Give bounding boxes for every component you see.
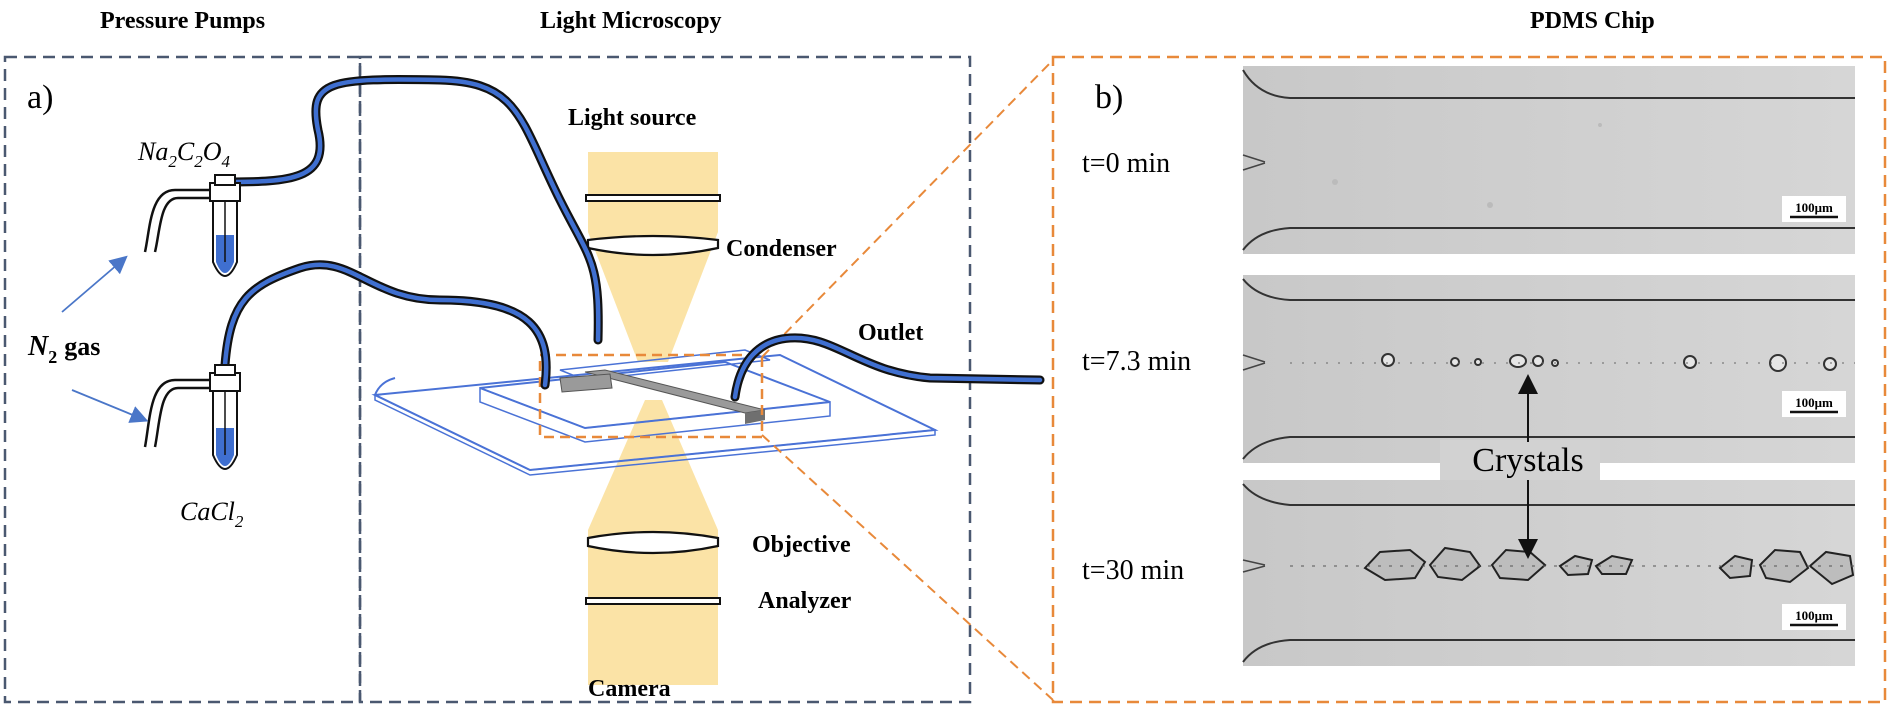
scale-bar-2: 100μm: [1782, 391, 1846, 417]
label-objective: Objective: [752, 532, 851, 558]
scale-bar-1: 100μm: [1782, 196, 1846, 222]
light-beam-upper: [588, 152, 718, 362]
objective-lens: [586, 530, 720, 555]
micrograph-1: [1242, 66, 1855, 254]
panel-label-b: b): [1095, 79, 1123, 116]
label-analyzer: Analyzer: [758, 588, 852, 614]
zoom-line-top: [761, 59, 1054, 358]
gas-arrow-top: [61, 255, 128, 313]
svg-text:100μm: 100μm: [1795, 395, 1833, 410]
heading-pdms-chip: PDMS Chip: [1530, 8, 1655, 34]
panel-label-a: a): [27, 79, 53, 116]
label-outlet: Outlet: [858, 320, 923, 346]
crystals-label-bg: [1440, 440, 1600, 480]
time-label-2: t=7.3 min: [1082, 346, 1191, 377]
pdms-chip-frame: [1051, 55, 1887, 704]
label-condenser: Condenser: [726, 236, 837, 262]
time-label-1: t=0 min: [1082, 148, 1170, 179]
reservoir-top: [143, 174, 241, 277]
micrograph-2: [1242, 275, 1855, 463]
reagent-top-formula: Na2C2O4: [137, 137, 230, 171]
heading-pressure-pumps: Pressure Pumps: [100, 8, 265, 34]
svg-text:100μm: 100μm: [1795, 608, 1833, 623]
zoom-line-bottom: [761, 434, 1054, 701]
heading-light-microscopy: Light Microscopy: [540, 8, 722, 34]
reservoir-bottom: [143, 364, 241, 470]
crystals-label: Crystals: [1472, 442, 1583, 479]
svg-text:100μm: 100μm: [1795, 200, 1833, 215]
gas-arrow-bottom: [71, 389, 149, 423]
micrograph-3: [1242, 480, 1855, 666]
tubing: [220, 75, 1045, 402]
scale-bar-3: 100μm: [1782, 604, 1846, 630]
pressure-pumps-frame: [3, 55, 362, 704]
microfluidic-chip: [371, 349, 939, 476]
time-label-3: t=30 min: [1082, 555, 1184, 586]
zoom-region: [538, 353, 764, 439]
gas-label: N2 gas: [27, 331, 100, 367]
source-filter: [585, 194, 721, 202]
label-camera: Camera: [588, 676, 671, 702]
label-light-source: Light source: [568, 105, 697, 131]
condenser-lens: [586, 234, 720, 257]
analyzer-filter: [585, 597, 721, 605]
reagent-bottom-formula: CaCl2: [180, 497, 244, 531]
